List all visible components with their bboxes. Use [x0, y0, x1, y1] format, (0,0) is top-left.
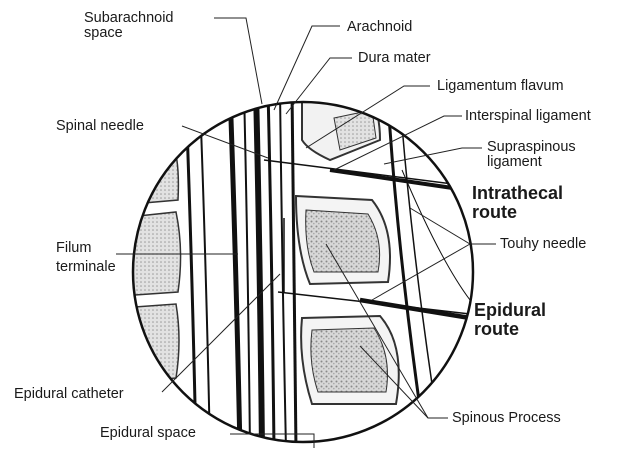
label-filum-terminale: Filum terminale — [56, 241, 116, 275]
label-interspinal-ligament: Interspinal ligament — [465, 109, 591, 124]
label-arachnoid: Arachnoid — [347, 20, 412, 35]
label-epidural-route: Epidural route — [474, 301, 546, 339]
label-supraspinous-ligament: Supraspinous ligament — [487, 140, 576, 170]
label-dura-mater: Dura mater — [358, 51, 431, 66]
label-epidural-catheter: Epidural catheter — [14, 387, 124, 402]
label-touhy-needle: Touhy needle — [500, 237, 586, 252]
label-spinous-process: Spinous Process — [452, 411, 561, 426]
label-epidural-space: Epidural space — [100, 426, 196, 441]
label-intrathecal-route: Intrathecal route — [472, 184, 563, 222]
label-subarachnoid-space: Subarachnoid space — [84, 11, 174, 41]
label-spinal-needle: Spinal needle — [56, 119, 144, 134]
magnified-spine-view — [120, 88, 500, 450]
label-ligamentum-flavum: Ligamentum flavum — [437, 79, 564, 94]
